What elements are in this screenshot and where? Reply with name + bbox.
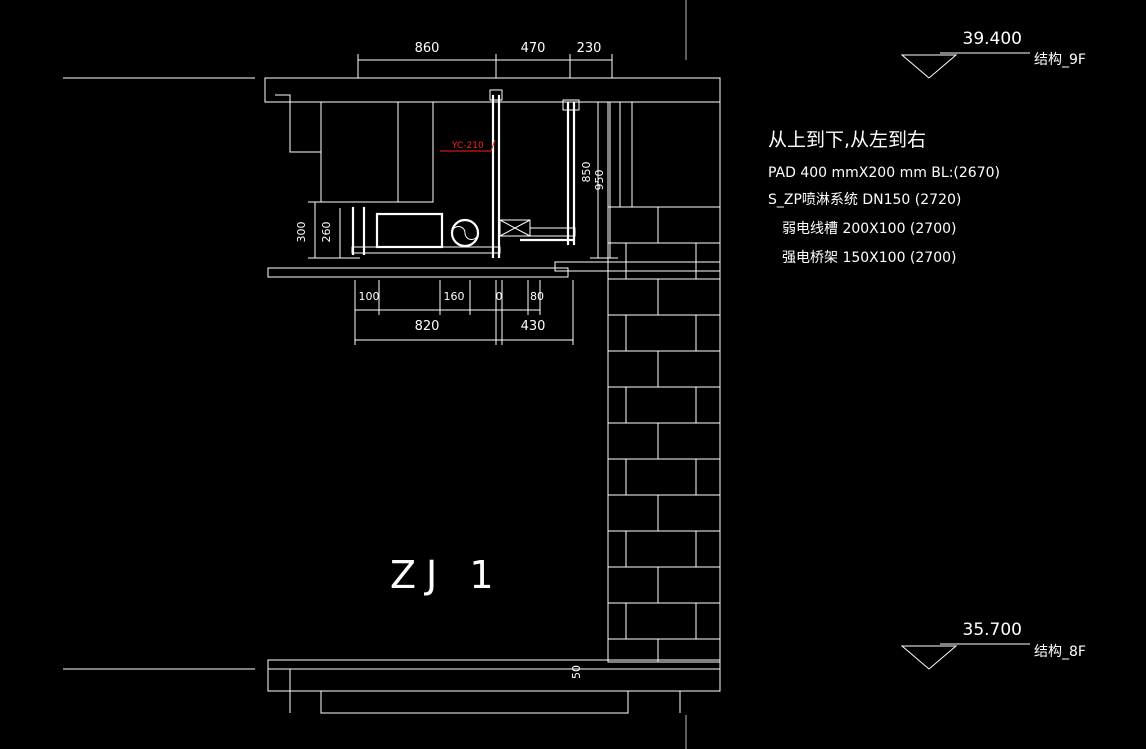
dim-bottom-0: 0	[496, 290, 503, 303]
floor-dim-mark: 50	[570, 665, 583, 679]
level-bottom-value: 35.700	[963, 620, 1022, 640]
dim-left-300: 300	[295, 222, 308, 243]
dim-right-950: 950	[593, 170, 606, 191]
dim-bottom-80: 80	[530, 290, 544, 303]
brick-courses	[608, 206, 720, 662]
level-top-label: 结构_9F	[1034, 52, 1086, 68]
ceiling-board-right	[554, 261, 721, 272]
level-bottom-label: 结构_8F	[1034, 644, 1086, 660]
dim-right-850: 850	[580, 162, 593, 183]
zone-label: ZJ 1	[390, 553, 504, 597]
ceiling-board	[267, 267, 569, 278]
level-marker-bottom: 35.700 结构_8F	[900, 620, 1086, 670]
beam-right	[631, 101, 721, 208]
dim-bottom-160: 160	[444, 290, 465, 303]
dimension-right: 850 950	[580, 101, 618, 259]
legend-line-1: PAD 400 mmX200 mm BL:(2670)	[768, 165, 1000, 181]
bottom-slab	[267, 668, 721, 692]
strong-current-tray	[529, 227, 576, 237]
legend-line-3: 弱电线槽 200X100 (2700)	[782, 221, 957, 237]
dim-bottom-430: 430	[521, 319, 546, 334]
dim-top-860: 860	[415, 41, 440, 56]
dimension-left: 300 260	[295, 201, 360, 259]
brick-wall	[607, 101, 721, 663]
dimension-bottom-large: 820 430	[355, 319, 573, 341]
legend-line-4: 强电桥架 150X100 (2700)	[782, 250, 957, 266]
beam-left	[320, 101, 399, 203]
column-section	[397, 101, 434, 203]
dim-top-470: 470	[521, 41, 546, 56]
dim-bottom-820: 820	[415, 319, 440, 334]
dimension-top: 860 470 230	[357, 41, 613, 78]
slab-step-left	[289, 102, 321, 153]
equipment-group	[351, 89, 580, 258]
dim-top-230: 230	[577, 41, 602, 56]
red-label: YC-210	[451, 141, 484, 151]
pad-duct	[375, 212, 444, 249]
level-top-value: 39.400	[963, 29, 1022, 49]
bottom-slab-top	[267, 659, 721, 670]
pipe-legend: 从上到下,从左到右 PAD 400 mmX200 mm BL:(2670) S_…	[768, 129, 1000, 266]
level-marker-top: 39.400 结构_9F	[900, 29, 1086, 79]
dimension-bottom-small: 100 160 0 80	[354, 280, 574, 345]
legend-heading: 从上到下,从左到右	[768, 129, 926, 151]
beam-bottom	[320, 690, 629, 714]
red-annotation: YC-210	[440, 139, 496, 152]
dim-bottom-100: 100	[359, 290, 380, 303]
dim-left-260: 260	[320, 222, 333, 243]
legend-line-2: S_ZP喷淋系统 DN150 (2720)	[768, 192, 961, 208]
